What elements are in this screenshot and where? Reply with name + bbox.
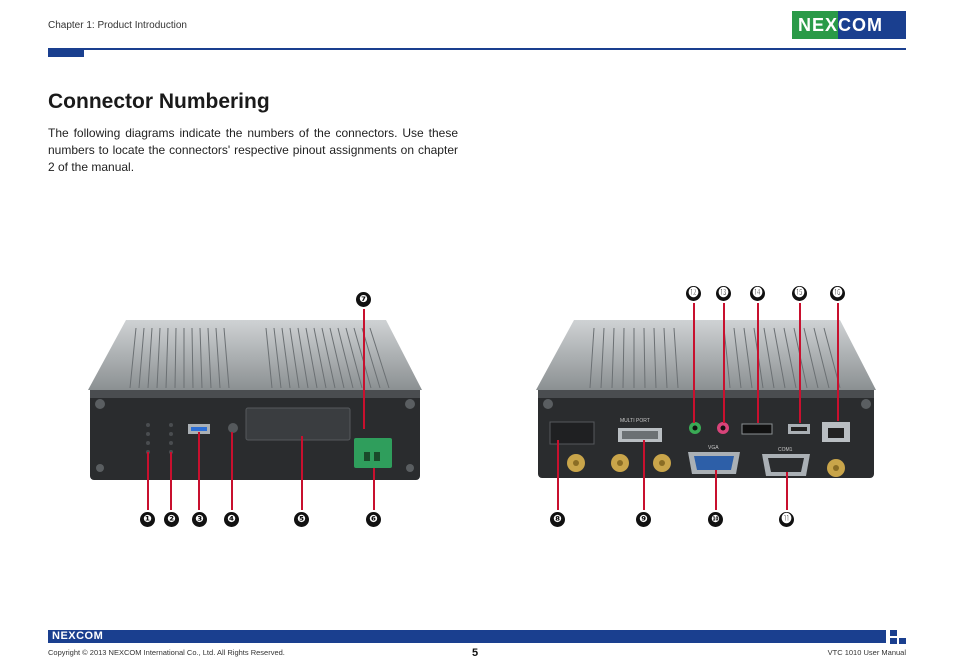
section-title: Connector Numbering: [48, 90, 270, 113]
header-rule: [48, 48, 906, 50]
port-label-com1: COM1: [778, 447, 793, 453]
front-panel-diagram: ❶ ❷ ❸ ❹ ❺ ❻ ❼: [86, 292, 426, 540]
connector-number-5: ❺: [294, 512, 309, 527]
callout-line-4: [231, 432, 233, 510]
port-label-multiport: MULTI PORT: [620, 418, 650, 424]
callout-line-11: [786, 472, 788, 510]
footer-square-1: [890, 630, 897, 636]
port-label-vga: VGA: [708, 445, 719, 451]
header-rule-tab: [48, 48, 84, 57]
front-panel-photo: [88, 320, 422, 480]
callout-line-1: [147, 452, 149, 510]
connector-number-1: ❶: [140, 512, 155, 527]
rear-panel-photo: [536, 320, 876, 478]
connector-number-12: ⓬: [686, 286, 701, 301]
connector-number-7: ❼: [356, 292, 371, 307]
callout-line-8: [557, 440, 559, 510]
connector-number-9: ❾: [636, 512, 651, 527]
callout-line-12: [693, 303, 695, 423]
callout-line-7: [363, 309, 365, 429]
connector-number-15: ⓯: [792, 286, 807, 301]
connector-number-11: ⓫: [779, 512, 794, 527]
connector-number-16: ⓰: [830, 286, 845, 301]
connector-number-2: ❷: [164, 512, 179, 527]
callout-line-6: [373, 468, 375, 510]
callout-line-16: [837, 303, 839, 421]
connector-number-6: ❻: [366, 512, 381, 527]
footer-logo: NEXCOM: [52, 630, 104, 642]
connector-number-8: ❽: [550, 512, 565, 527]
callout-line-9: [643, 440, 645, 510]
nexcom-logo: NEXCOM: [792, 11, 906, 39]
footer-square-2: [890, 638, 897, 644]
connector-number-14: ⓮: [750, 286, 765, 301]
connector-number-10: ❿: [708, 512, 723, 527]
footer-square-3: [899, 638, 906, 644]
copyright-text: Copyright © 2013 NEXCOM International Co…: [48, 648, 285, 657]
connector-number-13: ⓭: [716, 286, 731, 301]
callout-line-13: [723, 303, 725, 423]
callout-line-5: [301, 436, 303, 510]
callout-line-2: [170, 452, 172, 510]
callout-line-14: [757, 303, 759, 423]
callout-line-15: [799, 303, 801, 423]
connector-number-3: ❸: [192, 512, 207, 527]
callout-line-10: [715, 470, 717, 510]
intro-paragraph: The following diagrams indicate the numb…: [48, 126, 458, 174]
footer-bar: NEXCOM: [48, 630, 886, 643]
chapter-label: Chapter 1: Product Introduction: [48, 20, 187, 31]
manual-name: VTC 1010 User Manual: [827, 648, 906, 657]
rear-panel-diagram: MULTI PORT VGA COM1 ❽ ❾ ❿ ⓫ ⓬ ⓭ ⓮ ⓯ ⓰: [534, 286, 880, 540]
page-number: 5: [472, 647, 479, 659]
connector-number-4: ❹: [224, 512, 239, 527]
callout-line-3: [198, 432, 200, 510]
